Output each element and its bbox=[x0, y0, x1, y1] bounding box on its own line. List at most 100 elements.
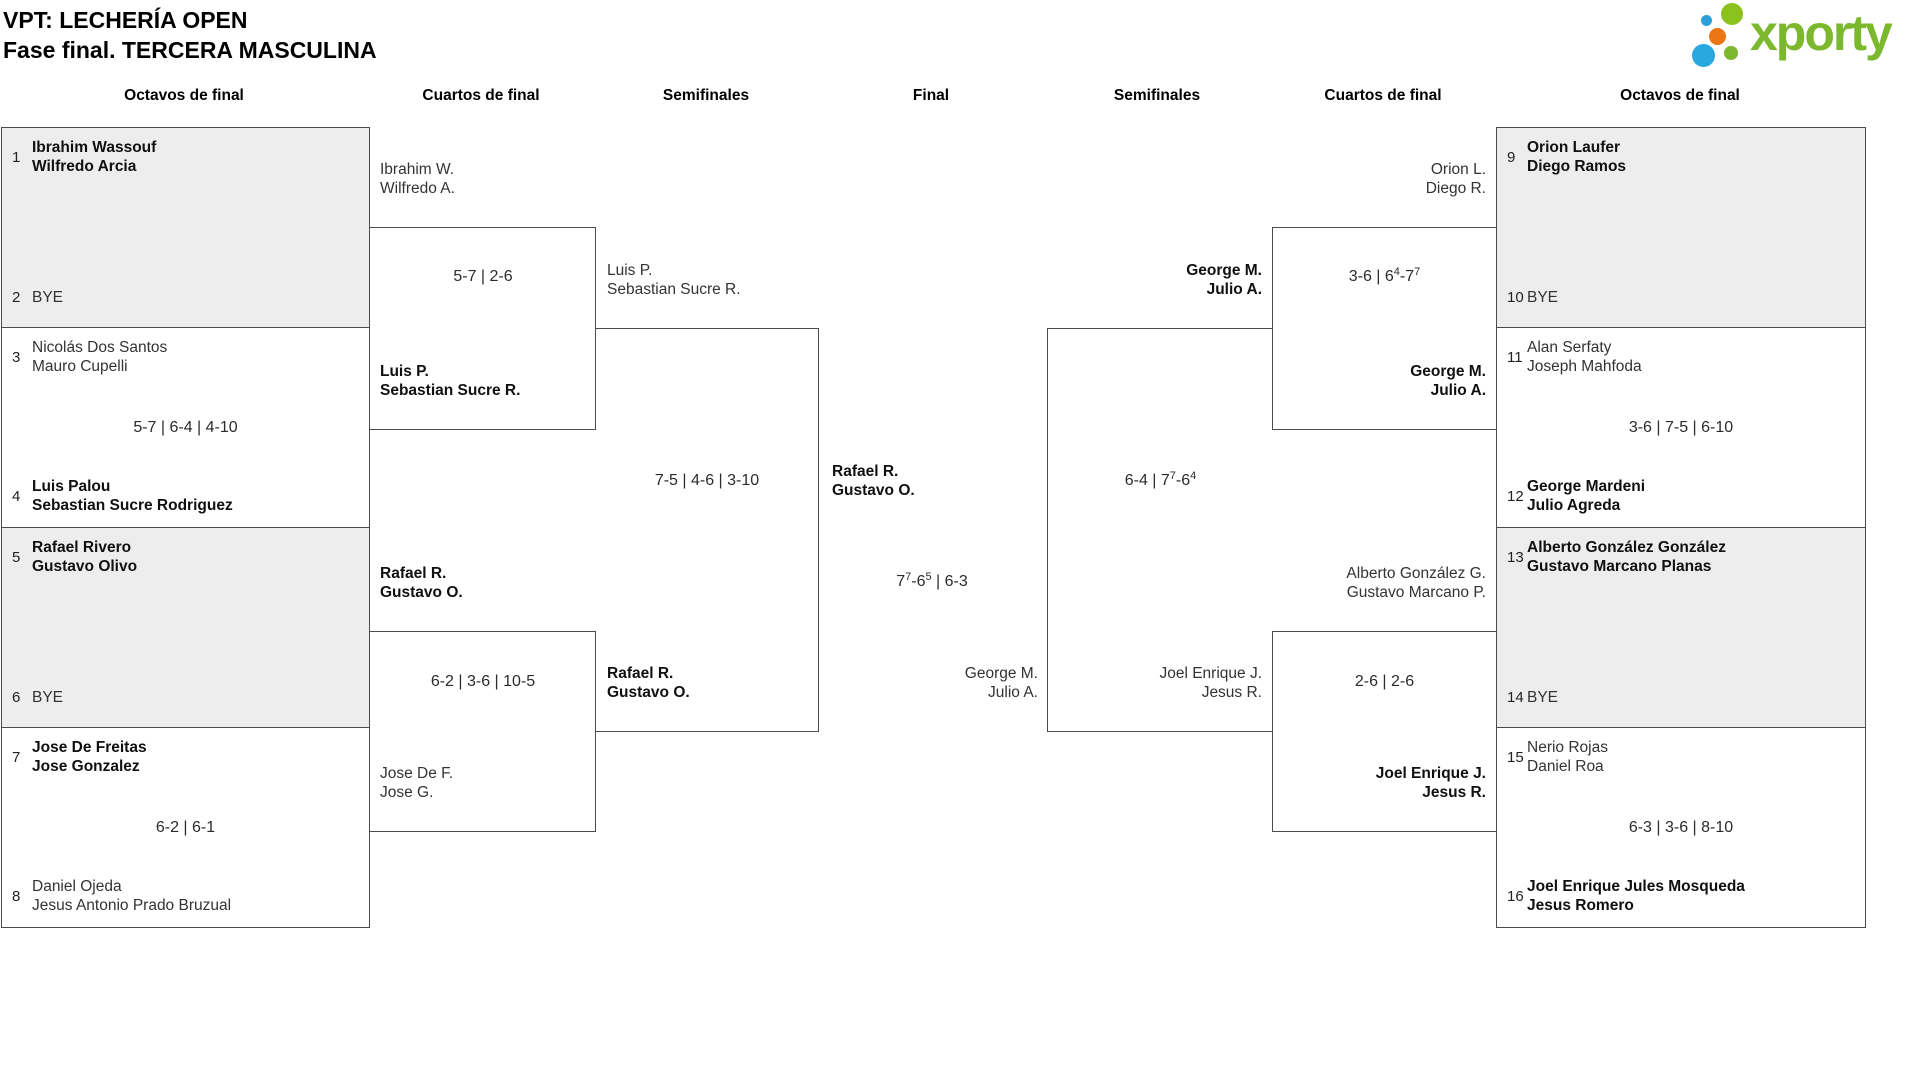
team-names: Jose De Freitas Jose Gonzalez bbox=[32, 738, 147, 776]
connector-line bbox=[595, 328, 819, 329]
sf1-score: 7-5 | 4-6 | 3-10 bbox=[654, 472, 760, 489]
connector-line bbox=[818, 328, 819, 732]
qf1-team-b: Luis P. Sebastian Sucre R. bbox=[380, 362, 520, 400]
player-name: Sebastian Sucre R. bbox=[380, 382, 521, 399]
player-name: Luis P. bbox=[380, 363, 429, 380]
qf2-team-a: Rafael R. Gustavo O. bbox=[380, 564, 463, 602]
entrant-seed-6: 6 BYE bbox=[2, 688, 63, 707]
seed-number: 14 bbox=[1507, 689, 1524, 706]
qf4-team-b: Joel Enrique J. Jesus R. bbox=[1376, 764, 1486, 802]
team-names: Luis Palou Sebastian Sucre Rodriguez bbox=[32, 477, 233, 515]
player-name: Nicolás Dos Santos bbox=[32, 339, 168, 356]
sf2-team-b: Joel Enrique J. Jesus R. bbox=[1159, 664, 1262, 702]
player-name: Julio A. bbox=[1430, 382, 1486, 399]
player-name: Diego R. bbox=[1425, 180, 1486, 197]
final-team-b: George M. Julio A. bbox=[965, 664, 1038, 702]
seed-number: 12 bbox=[1507, 487, 1524, 505]
match-box-r16-7: 13 Alberto González González Gustavo Mar… bbox=[1496, 527, 1866, 728]
seed-number: 9 bbox=[1507, 148, 1516, 166]
player-name: Gustavo Olivo bbox=[32, 558, 138, 575]
player-name: Orion L. bbox=[1430, 161, 1486, 178]
player-name: Nerio Rojas bbox=[1527, 739, 1608, 756]
sf1-team-a: Luis P. Sebastian Sucre R. bbox=[607, 261, 741, 299]
player-name: Joel Enrique J. bbox=[1375, 765, 1486, 782]
player-name: Jesus Romero bbox=[1527, 897, 1634, 914]
player-name: Joel Enrique Jules Mosqueda bbox=[1527, 878, 1745, 895]
team-names: BYE bbox=[1527, 288, 1558, 307]
entrant-seed-12: 12 George Mardeni Julio Agreda bbox=[1497, 477, 1645, 515]
connector-line bbox=[1272, 227, 1497, 228]
match-box-r16-1: 1 Ibrahim Wassouf Wilfredo Arcia 2 BYE bbox=[1, 127, 370, 328]
player-name: Ibrahim W. bbox=[380, 161, 455, 178]
match-score: 6-3 | 3-6 | 8-10 bbox=[1628, 818, 1734, 836]
match-box-r16-6: 11 Alan Serfaty Joseph Mahfoda 3-6 | 7-5… bbox=[1496, 327, 1866, 528]
sf2-score: 6-4 | 77-64 bbox=[1124, 470, 1197, 490]
entrant-seed-3: 3 Nicolás Dos Santos Mauro Cupelli bbox=[2, 338, 167, 376]
team-names: BYE bbox=[32, 288, 63, 307]
seed-number: 2 bbox=[12, 289, 21, 306]
player-name: BYE bbox=[32, 289, 64, 306]
entrant-seed-16: 16 Joel Enrique Jules Mosqueda Jesus Rom… bbox=[1497, 877, 1745, 915]
seed-number: 6 bbox=[12, 689, 21, 706]
connector-line bbox=[1272, 831, 1497, 832]
match-score: 3-6 | 7-5 | 6-10 bbox=[1628, 418, 1734, 436]
connector-line bbox=[1272, 429, 1497, 430]
team-names: Alan Serfaty Joseph Mahfoda bbox=[1527, 338, 1642, 376]
seed-number: 8 bbox=[12, 887, 21, 905]
player-name: Julio Agreda bbox=[1527, 497, 1621, 514]
player-name: Mauro Cupelli bbox=[32, 358, 128, 375]
entrant-seed-14: 14 BYE bbox=[1497, 688, 1558, 707]
connector-line bbox=[1047, 328, 1048, 732]
round-header-cuartos-left: Cuartos de final bbox=[422, 87, 540, 104]
player-name: Rafael Rivero bbox=[32, 539, 132, 556]
round-header-final: Final bbox=[912, 87, 950, 104]
logo-wordmark: xporty bbox=[1750, 5, 1893, 61]
connector-line bbox=[370, 831, 596, 832]
page-title-line2: Fase final. TERCERA MASCULINA bbox=[3, 37, 377, 63]
player-name: Gustavo O. bbox=[607, 684, 690, 701]
player-name: Jesus R. bbox=[1201, 684, 1262, 701]
match-box-r16-2: 3 Nicolás Dos Santos Mauro Cupelli 5-7 |… bbox=[1, 327, 370, 528]
connector-line bbox=[370, 429, 596, 430]
player-name: Joseph Mahfoda bbox=[1527, 358, 1642, 375]
match-box-r16-8: 15 Nerio Rojas Daniel Roa 6-3 | 3-6 | 8-… bbox=[1496, 727, 1866, 928]
team-names: Joel Enrique Jules Mosqueda Jesus Romero bbox=[1527, 877, 1745, 915]
qf2-score: 6-2 | 3-6 | 10-5 bbox=[430, 673, 536, 690]
round-header-octavos-left: Octavos de final bbox=[124, 87, 244, 104]
seed-number: 10 bbox=[1507, 289, 1524, 306]
logo-dot-orange-icon bbox=[1709, 28, 1726, 45]
qf3-team-a: Orion L. Diego R. bbox=[1426, 160, 1486, 198]
entrant-seed-8: 8 Daniel Ojeda Jesus Antonio Prado Bruzu… bbox=[2, 877, 231, 915]
match-score: 5-7 | 6-4 | 4-10 bbox=[133, 418, 238, 436]
seed-number: 7 bbox=[12, 748, 21, 766]
team-names: Orion Laufer Diego Ramos bbox=[1527, 138, 1626, 176]
player-name: Luis Palou bbox=[32, 478, 111, 495]
sf2-team-a: George M. Julio A. bbox=[1186, 261, 1262, 299]
player-name: Gustavo Marcano Planas bbox=[1527, 558, 1712, 575]
player-name: Luis P. bbox=[607, 262, 653, 279]
connector-line bbox=[370, 631, 596, 632]
connector-line bbox=[1048, 731, 1273, 732]
player-name: Gustavo O. bbox=[832, 482, 915, 499]
team-names: George Mardeni Julio Agreda bbox=[1527, 477, 1645, 515]
player-name: Gustavo O. bbox=[380, 584, 463, 601]
xporty-logo[interactable]: xporty bbox=[1688, 0, 1918, 78]
final-score: 77-65 | 6-3 bbox=[896, 571, 968, 591]
seed-number: 16 bbox=[1507, 887, 1524, 905]
entrant-seed-2: 2 BYE bbox=[2, 288, 63, 307]
entrant-seed-13: 13 Alberto González González Gustavo Mar… bbox=[1497, 538, 1726, 576]
qf3-team-b: George M. Julio A. bbox=[1410, 362, 1486, 400]
team-names: Nicolás Dos Santos Mauro Cupelli bbox=[32, 338, 167, 376]
player-name: Sebastian Sucre R. bbox=[607, 281, 741, 298]
player-name: Daniel Ojeda bbox=[32, 878, 122, 895]
round-header-semis-left: Semifinales bbox=[662, 87, 750, 104]
match-score: 6-2 | 6-1 bbox=[155, 818, 216, 836]
player-name: Jose De Freitas bbox=[32, 739, 147, 756]
player-name: Jose G. bbox=[380, 784, 434, 801]
player-name: George Mardeni bbox=[1527, 478, 1645, 495]
player-name: Rafael R. bbox=[832, 463, 899, 480]
player-name: Jesus R. bbox=[1422, 784, 1486, 801]
seed-number: 5 bbox=[12, 548, 21, 566]
round-header-cuartos-right: Cuartos de final bbox=[1324, 87, 1442, 104]
